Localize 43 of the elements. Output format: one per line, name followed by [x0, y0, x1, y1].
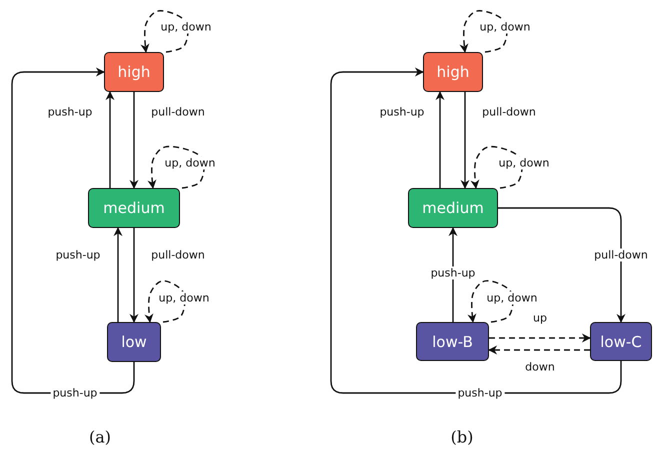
self-loop-arrow [148, 146, 205, 189]
panel-label: (b) [450, 428, 474, 446]
self-loop-arrow [460, 10, 508, 53]
edge-label: pull-down [480, 106, 538, 118]
arrow [130, 92, 138, 189]
edge-label: up, down [484, 292, 540, 304]
edge-label: up, down [496, 156, 552, 170]
arrow [130, 228, 138, 323]
arrow [106, 91, 114, 188]
edge-label: push-up [428, 266, 478, 280]
arrow [488, 346, 590, 354]
arrow [436, 91, 444, 188]
edge-label: pull-down [149, 248, 207, 262]
edge-label: push-up [50, 386, 100, 400]
edge-label: push-up [54, 248, 102, 262]
edge-label: down [523, 360, 557, 374]
edge-label: push-up [46, 106, 94, 118]
arrow [330, 68, 622, 394]
panel-label: (a) [88, 428, 112, 446]
self-loop-arrow [144, 280, 186, 323]
edge-label: push-up [456, 386, 504, 400]
edge-label: push-up [378, 106, 426, 118]
state-box: low [107, 322, 161, 362]
state-box: medium [88, 188, 180, 228]
edge-label: up, down [162, 156, 218, 170]
state-box: high [423, 52, 483, 92]
edge-label: pull-down [592, 248, 650, 262]
edge-label: up, down [156, 292, 212, 304]
state-box: medium [408, 188, 498, 228]
self-loop-arrow [468, 280, 514, 323]
edge-label: up, down [478, 20, 532, 34]
self-loop-arrow [140, 10, 189, 53]
arrow [114, 227, 122, 322]
arrow [489, 334, 591, 342]
state-box: low-C [590, 322, 652, 361]
self-loop-arrow [470, 146, 523, 189]
arrow [11, 68, 135, 394]
arrow [460, 92, 470, 189]
edge-label: pull-down [149, 106, 207, 118]
state-box: high [104, 52, 164, 92]
state-box: low-B [416, 322, 489, 361]
arrow [498, 207, 626, 323]
edge-label: up, down [158, 20, 214, 34]
